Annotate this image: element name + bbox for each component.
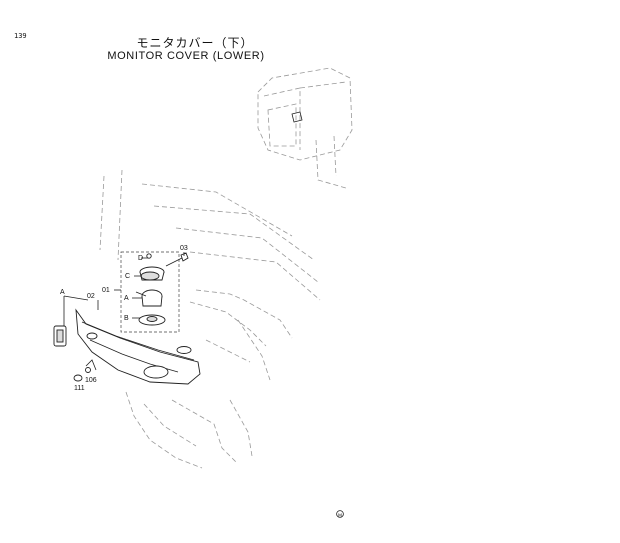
callout-01: 01	[102, 287, 110, 294]
washer-111	[73, 374, 83, 382]
callout-106: 106	[85, 377, 97, 384]
cover-part-b	[138, 314, 166, 326]
screw-03	[165, 252, 189, 267]
page-number: 139	[14, 32, 27, 40]
cushion-part	[53, 325, 67, 347]
cab-frame-outline	[99, 169, 321, 469]
footer-mark: M	[338, 513, 342, 518]
callout-111: 111	[74, 385, 85, 392]
leader-a-outer-arm	[63, 295, 89, 301]
cover-part-a	[135, 289, 163, 307]
bolt-106	[85, 359, 97, 373]
kit-box	[120, 251, 180, 333]
monitor-outline	[257, 67, 353, 189]
cover-part-c	[140, 271, 160, 281]
callout-d: D	[138, 255, 143, 262]
callout-b: B	[124, 315, 129, 322]
title-english: MONITOR COVER (LOWER)	[107, 50, 265, 62]
lower-cover-02	[75, 308, 201, 385]
title-japanese: モニタカバー（下）	[136, 36, 254, 50]
callout-02: 02	[87, 293, 95, 300]
callout-03: 03	[180, 245, 188, 252]
callout-a: A	[124, 295, 129, 302]
callout-c: C	[125, 273, 130, 280]
callout-a-outer: A	[60, 289, 65, 296]
footer-mark-circle	[336, 510, 344, 518]
